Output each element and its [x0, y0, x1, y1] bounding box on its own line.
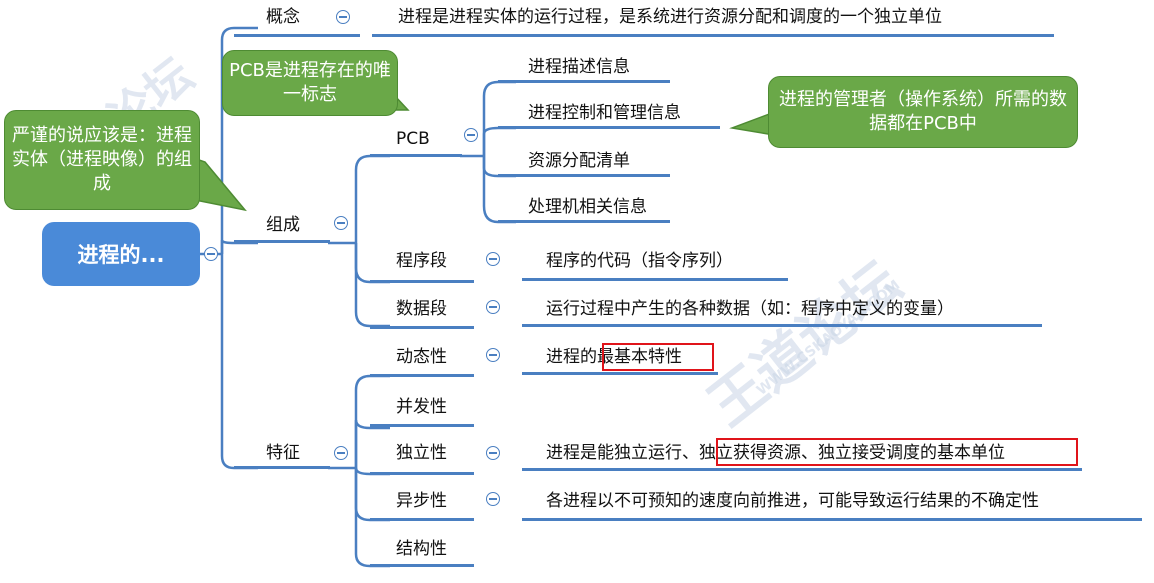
independent-desc-underline — [522, 468, 1082, 471]
pcb-item: 进程描述信息 — [528, 57, 630, 77]
pcb-item: 进程控制和管理信息 — [528, 103, 681, 123]
independent-collapse-icon[interactable] — [486, 446, 500, 460]
node-data-segment[interactable]: 数据段 — [396, 299, 447, 319]
node-concurrent[interactable]: 并发性 — [396, 397, 447, 417]
root-node[interactable]: 进程的... — [42, 222, 200, 286]
independent-desc-prefix: 进程是能独立运行、 — [546, 443, 699, 463]
concept-desc-underline — [372, 34, 1054, 37]
independent-desc-highlight: 独立获得资源、独立接受调度的基本单位 — [699, 443, 1005, 463]
node-structural[interactable]: 结构性 — [396, 539, 447, 559]
node-composition[interactable]: 组成 — [266, 215, 300, 235]
node-features[interactable]: 特征 — [266, 443, 300, 463]
pcb-collapse-icon[interactable] — [464, 128, 478, 142]
dynamic-highlight-box — [602, 343, 714, 371]
program-desc: 程序的代码（指令序列） — [546, 251, 733, 271]
node-concept[interactable]: 概念 — [266, 7, 300, 27]
async-collapse-icon[interactable] — [486, 492, 500, 506]
node-concurrent-underline — [370, 424, 474, 427]
dynamic-desc: 进程的最基本特性 — [546, 346, 682, 368]
node-independent-underline — [370, 472, 474, 475]
callout-pcb-unique: PCB是进程存在的唯一标志 — [222, 50, 398, 116]
node-async[interactable]: 异步性 — [396, 491, 447, 511]
pcb-item-underline — [498, 126, 720, 129]
independent-highlight-box — [716, 438, 1078, 466]
pcb-item: 资源分配清单 — [528, 151, 630, 171]
callout-strict: 严谨的说应该是：进程实体（进程映像）的组成 — [4, 110, 200, 210]
independent-desc: 进程是能独立运行、独立获得资源、独立接受调度的基本单位 — [546, 442, 1005, 464]
root-collapse-icon[interactable] — [204, 247, 218, 261]
node-concept-underline — [234, 34, 360, 37]
node-async-underline — [370, 518, 474, 521]
node-pcb[interactable]: PCB — [396, 129, 430, 149]
node-dynamic-underline — [370, 374, 474, 377]
concept-collapse-icon[interactable] — [336, 10, 350, 24]
pcb-item: 处理机相关信息 — [528, 197, 647, 217]
pcb-item-underline — [498, 174, 670, 177]
program-desc-underline — [522, 278, 788, 281]
node-program-segment[interactable]: 程序段 — [396, 251, 447, 271]
data-collapse-icon[interactable] — [486, 300, 500, 314]
data-desc: 运行过程中产生的各种数据（如：程序中定义的变量） — [546, 299, 954, 319]
dynamic-collapse-icon[interactable] — [486, 348, 500, 362]
pcb-item-underline — [498, 220, 670, 223]
features-collapse-icon[interactable] — [334, 446, 348, 460]
callout-pcb-data: 进程的管理者（操作系统）所需的数据都在PCB中 — [768, 76, 1078, 148]
node-composition-underline — [234, 240, 330, 243]
root-label: 进程的... — [77, 243, 165, 267]
node-structural-underline — [370, 564, 474, 567]
data-desc-underline — [522, 324, 1042, 327]
async-desc-underline — [522, 518, 1142, 521]
node-pcb-underline — [370, 154, 462, 157]
composition-collapse-icon[interactable] — [334, 216, 348, 230]
node-program-underline — [370, 280, 474, 283]
node-data-underline — [370, 326, 474, 329]
node-independent[interactable]: 独立性 — [396, 443, 447, 463]
dynamic-desc-prefix: 进程的 — [546, 347, 597, 367]
dynamic-desc-highlight: 最基本特性 — [597, 347, 682, 367]
concept-desc: 进程是进程实体的运行过程，是系统进行资源分配和调度的一个独立单位 — [398, 7, 942, 27]
async-desc: 各进程以不可预知的速度向前推进，可能导致运行结果的不确定性 — [546, 491, 1039, 511]
node-features-underline — [234, 466, 330, 469]
dynamic-desc-underline — [522, 372, 718, 375]
node-dynamic[interactable]: 动态性 — [396, 347, 447, 367]
program-collapse-icon[interactable] — [486, 252, 500, 266]
pcb-item-underline — [498, 80, 670, 83]
